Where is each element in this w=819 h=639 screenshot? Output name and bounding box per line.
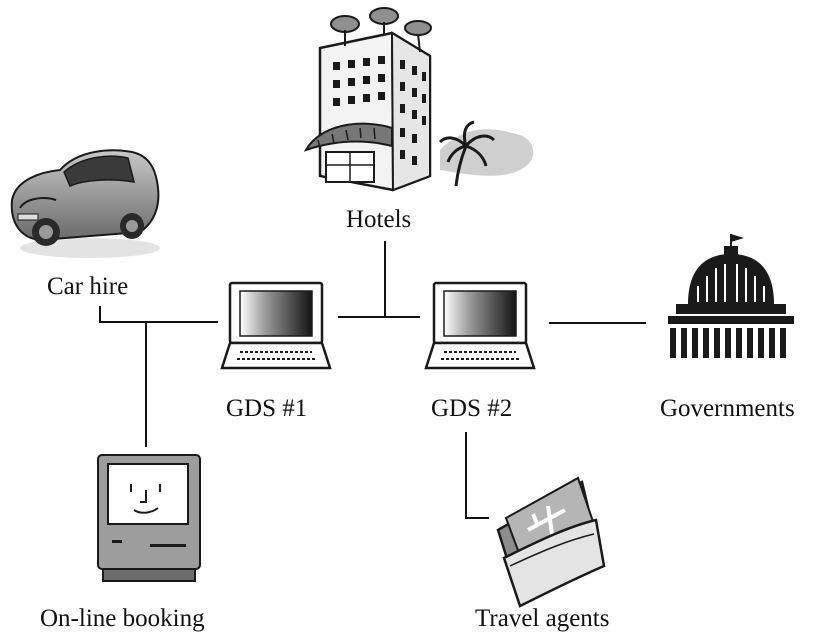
node-label-online-booking: On-line booking bbox=[40, 605, 205, 632]
travel-wallet-icon bbox=[496, 476, 606, 608]
desktop-computer-icon bbox=[97, 454, 201, 582]
node-label-hotels: Hotels bbox=[346, 206, 412, 233]
car-icon bbox=[10, 149, 160, 258]
node-label-car-hire: Car hire bbox=[47, 273, 129, 300]
capitol-building-icon bbox=[668, 234, 794, 358]
node-label-governments: Governments bbox=[660, 395, 795, 422]
node-label-gds1: GDS #1 bbox=[226, 395, 308, 422]
line-gds2-to-travel bbox=[465, 432, 489, 519]
node-label-gds2: GDS #2 bbox=[431, 395, 513, 422]
laptop-icon-gds2 bbox=[424, 281, 536, 370]
node-label-travel-agents: Travel agents bbox=[475, 605, 610, 632]
laptop-icon-gds1 bbox=[220, 281, 332, 370]
connector-lines bbox=[99, 241, 646, 519]
hotel-building-icon bbox=[303, 7, 534, 192]
line-car-to-gds1 bbox=[99, 306, 218, 323]
